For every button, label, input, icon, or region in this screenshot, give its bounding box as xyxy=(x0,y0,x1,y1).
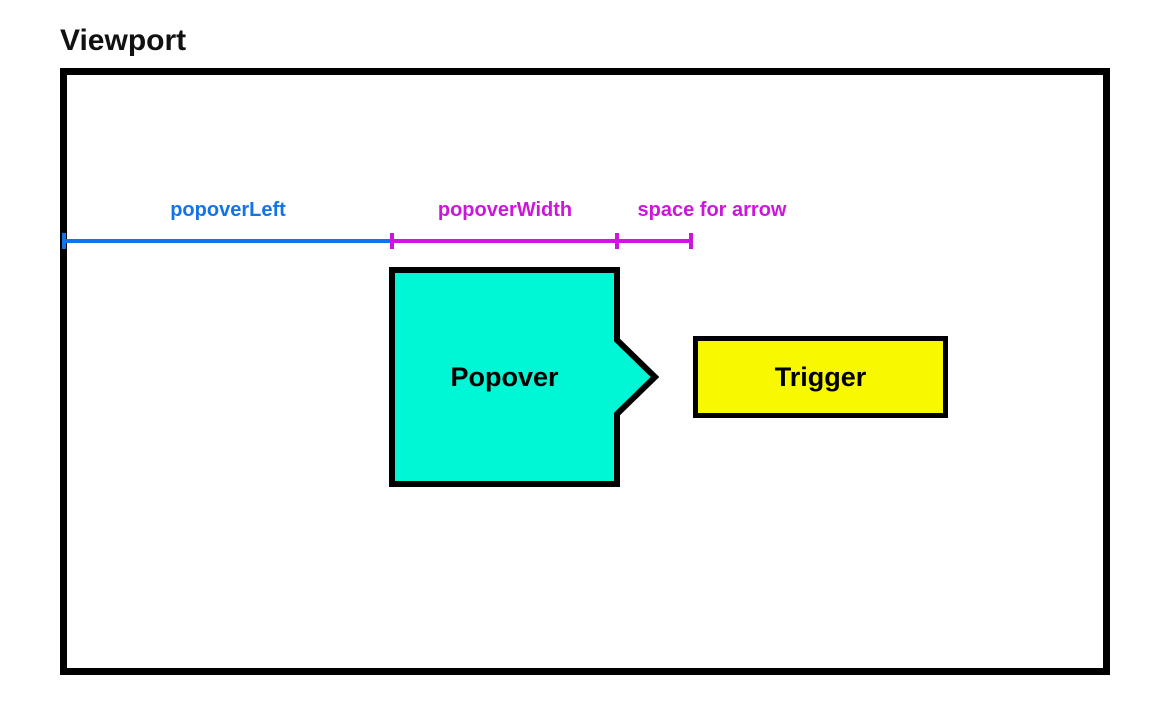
page-title: Viewport xyxy=(60,24,187,57)
trigger-label: Trigger xyxy=(774,361,867,392)
measure-label-popover-width: popoverWidth xyxy=(437,199,573,221)
measure-line-popover-left xyxy=(63,239,392,243)
measure-tick-viewport-left xyxy=(62,233,66,249)
popover-polygon xyxy=(389,267,660,487)
popover-label: Popover xyxy=(450,361,559,392)
measure-line-popover-width-and-arrow xyxy=(392,239,693,243)
measure-label-popover-left: popoverLeft xyxy=(170,199,286,221)
trigger-box: Trigger xyxy=(693,336,948,418)
measure-tick-arrow-space-end xyxy=(689,233,693,249)
measure-tick-popover-left-edge xyxy=(390,233,394,249)
measure-label-space-for-arrow: space for arrow xyxy=(637,199,787,221)
popover-shape xyxy=(389,267,660,487)
measure-tick-popover-right-edge xyxy=(615,233,619,249)
